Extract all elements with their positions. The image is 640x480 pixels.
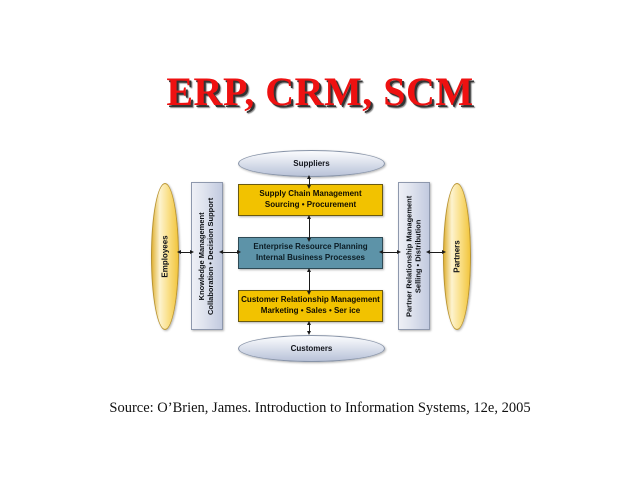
box-supply-chain-management-line2: Sourcing • Procurement [264,200,357,209]
page-title: ERP, CRM, SCM [166,69,474,114]
entity-employees-label: Employees [160,235,170,278]
connector-scm-erp-arrow [307,215,311,242]
connector-employees-km-arrow [177,250,194,254]
entity-partners: Partners [443,183,471,330]
connector-km-erp-arrow [219,250,241,254]
panel-knowledge-management: Knowledge Management Collaboration • Dec… [191,182,223,330]
connector-erp-crm-arrow [307,268,311,295]
entity-customers-label: Customers [290,344,333,353]
box-enterprise-resource-planning-line2: Internal Business Processes [256,253,365,262]
entity-partners-label: Partners [452,240,462,273]
connector-crm-customers-arrow [307,321,311,335]
source-citation: Source: O’Brien, James. Introduction to … [109,400,531,416]
entity-employees: Employees [151,183,179,330]
panel-partner-relationship-management: Partner Relationship Management Selling … [398,182,430,330]
connector-suppliers-scm-arrow [307,175,311,189]
box-customer-relationship-management-line2: Marketing • Sales • Ser ice [260,306,361,315]
panel-partner-relationship-management-line1: Partner Relationship Management [404,195,414,317]
entity-suppliers-label: Suppliers [293,159,330,168]
box-customer-relationship-management-line1: Customer Relationship Management [241,295,380,305]
box-enterprise-resource-planning-line1: Enterprise Resource Planning [253,242,368,252]
entity-suppliers: Suppliers [238,150,385,177]
box-enterprise-resource-planning: Enterprise Resource Planning Internal Bu… [238,237,383,269]
connector-erp-prm-arrow [379,250,401,254]
panel-knowledge-management-line2: Collaboration • Decision Support [207,197,216,315]
entity-customers: Customers [238,335,385,362]
panel-knowledge-management-line1: Knowledge Management [197,212,207,300]
erp-crm-scm-diagram: Suppliers Employees Partners Knowledge M… [140,140,480,370]
box-supply-chain-management: Supply Chain Management Sourcing • Procu… [238,184,383,216]
panel-partner-relationship-management-line2: Selling • Distribution [414,219,423,293]
connector-prm-partners-arrow [426,250,446,254]
box-supply-chain-management-line1: Supply Chain Management [259,189,362,199]
